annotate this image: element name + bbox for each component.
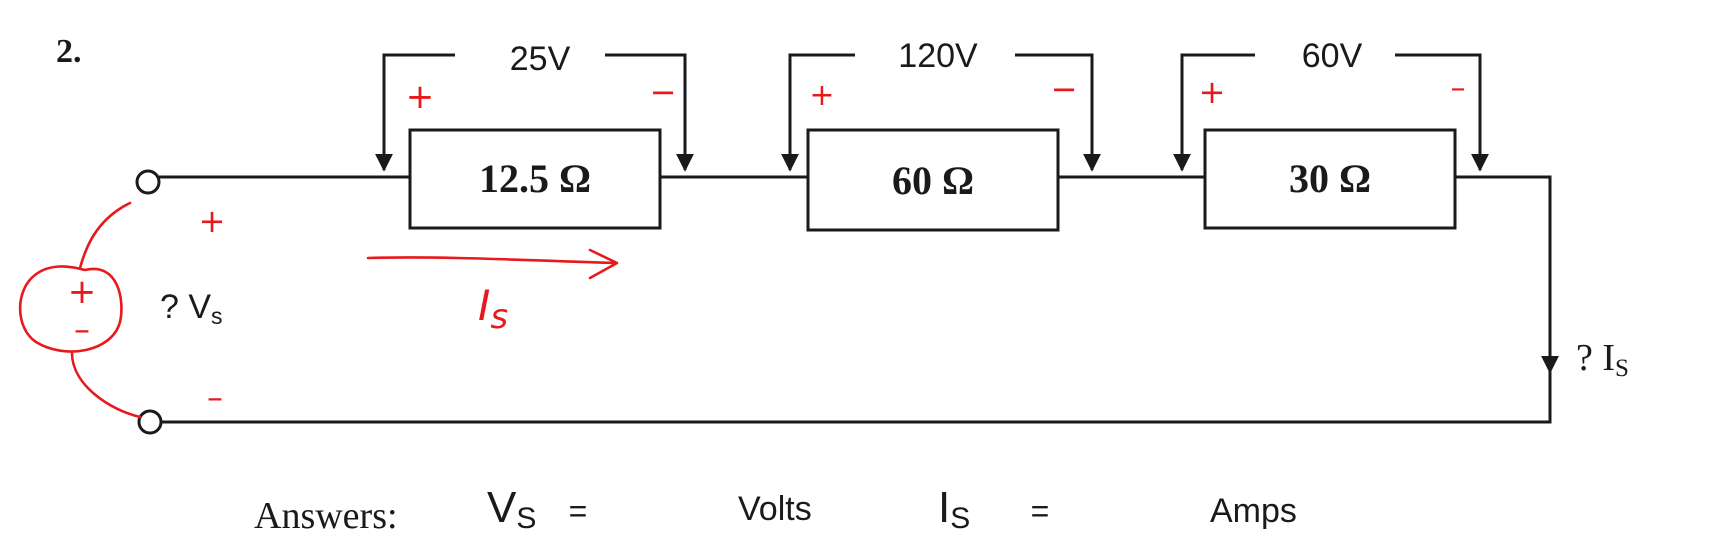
resistor-1 xyxy=(408,128,662,230)
current-label: ? IS xyxy=(1576,337,1629,382)
resistor-1-label: 12.5 Ω xyxy=(479,156,591,201)
voltage-bracket-3-left xyxy=(1173,53,1255,172)
source-lead-top xyxy=(78,201,132,270)
amps-unit: Amps xyxy=(1210,492,1297,530)
voltage-bracket-2-right xyxy=(1015,53,1101,172)
resistor-3 xyxy=(1203,128,1457,230)
source-symbol-icon xyxy=(18,265,123,353)
voltage-label-1: 25V xyxy=(510,40,571,78)
terminal-bottom xyxy=(137,409,163,435)
voltage-label-3: 60V xyxy=(1302,37,1363,75)
resistor-3-label: 30 Ω xyxy=(1289,156,1371,201)
polarity-minus-2: − xyxy=(1051,70,1078,108)
voltage-bracket-1-right xyxy=(605,53,694,172)
vs-equals: = xyxy=(569,493,588,529)
source-lead-bottom xyxy=(70,351,142,419)
current-direction-arrow xyxy=(366,256,617,265)
answers-row: Answers: VS = Volts IS = Amps xyxy=(254,483,1297,537)
is-equals: = xyxy=(1031,493,1050,529)
problem-number: 2. xyxy=(56,33,82,70)
voltage-bracket-2-left xyxy=(781,53,855,172)
polarity-plus-source: + xyxy=(199,202,226,240)
voltage-bracket-1-left xyxy=(375,53,455,172)
volts-unit: Volts xyxy=(738,490,812,528)
polarity-minus-3: – xyxy=(1451,71,1466,106)
current-annotation: Is xyxy=(478,281,508,337)
wire-return xyxy=(161,175,1552,424)
voltage-bracket-3-right xyxy=(1395,53,1489,172)
vs-symbol: VS xyxy=(487,483,536,535)
voltage-label-2: 120V xyxy=(898,37,978,75)
resistor-2-label: 60 Ω xyxy=(892,158,974,203)
answers-label: Answers: xyxy=(254,495,398,537)
is-symbol: IS xyxy=(938,483,970,535)
handwritten-annotations: + − + − + – + – + – Is xyxy=(18,70,1466,419)
polarity-plus-2: + xyxy=(809,78,834,113)
polarity-plus-3: + xyxy=(1199,73,1226,111)
terminal-top xyxy=(135,169,161,195)
polarity-plus-1: + xyxy=(406,77,435,117)
polarity-minus-source: – xyxy=(207,378,223,416)
source-label: ? Vs xyxy=(160,288,223,329)
source-plus: + xyxy=(68,272,97,312)
current-direction-arrowhead-icon xyxy=(588,248,619,280)
polarity-minus-1: − xyxy=(650,73,677,111)
source-minus: – xyxy=(74,310,90,348)
resistor-2 xyxy=(806,128,1060,232)
